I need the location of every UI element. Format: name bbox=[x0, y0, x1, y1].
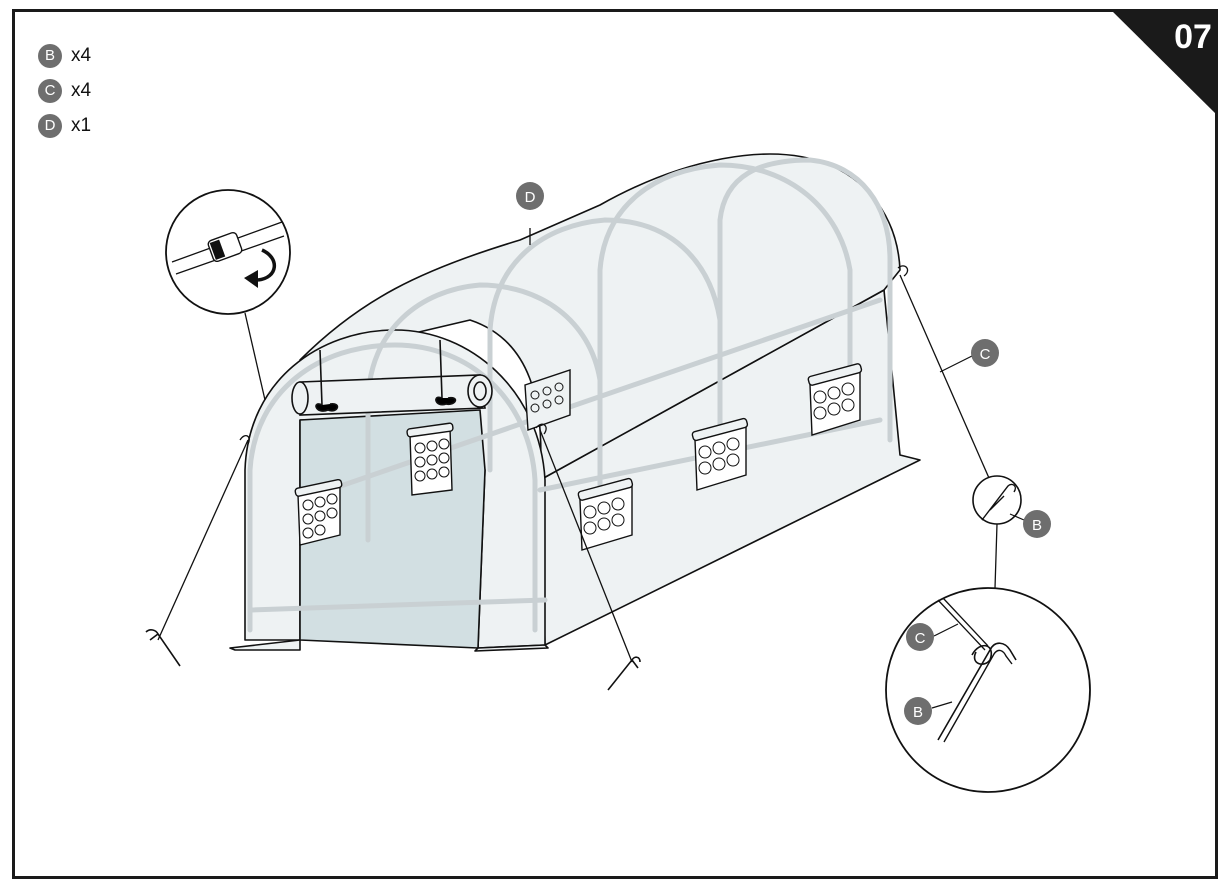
peg-detail-bubble-large bbox=[885, 587, 1091, 793]
callout-badge-peg: B bbox=[1009, 510, 1051, 538]
clip-detail-bubble bbox=[165, 189, 291, 401]
part-quantity: x1 bbox=[71, 114, 92, 136]
callout-badge-detail-peg: B bbox=[904, 697, 953, 725]
window bbox=[406, 422, 454, 496]
callout-badge-rope: C bbox=[939, 339, 999, 373]
part-quantity: x4 bbox=[71, 44, 92, 66]
step-corner-tab bbox=[1110, 9, 1218, 116]
front-skirt-right bbox=[474, 644, 549, 652]
part-row-c: C x4 bbox=[38, 73, 91, 108]
svg-text:C: C bbox=[915, 630, 926, 647]
svg-text:D: D bbox=[525, 189, 536, 206]
guy-ropes bbox=[157, 228, 1004, 663]
part-row-b: B x4 bbox=[38, 38, 91, 73]
rolled-door bbox=[291, 339, 493, 416]
callout-badge-detail-rope: C bbox=[906, 623, 959, 651]
part-badge: C bbox=[38, 78, 62, 103]
part-row-d: D x1 bbox=[38, 108, 91, 143]
svg-text:B: B bbox=[1032, 517, 1042, 534]
mesh-windows bbox=[294, 363, 863, 551]
svg-text:B: B bbox=[913, 704, 923, 721]
page-border bbox=[12, 9, 1218, 879]
peg-detail-bubble-small bbox=[972, 475, 1022, 589]
callout-badge-cover: D bbox=[516, 182, 544, 210]
part-badge: B bbox=[38, 43, 62, 68]
part-badge: D bbox=[38, 113, 62, 138]
front-skirt-left bbox=[229, 639, 301, 651]
parts-list: B x4 C x4 D x1 bbox=[38, 38, 91, 143]
svg-text:C: C bbox=[980, 346, 991, 363]
part-quantity: x4 bbox=[71, 79, 92, 101]
step-number: 07 bbox=[1174, 18, 1212, 56]
rotate-arrow-icon bbox=[257, 248, 276, 282]
